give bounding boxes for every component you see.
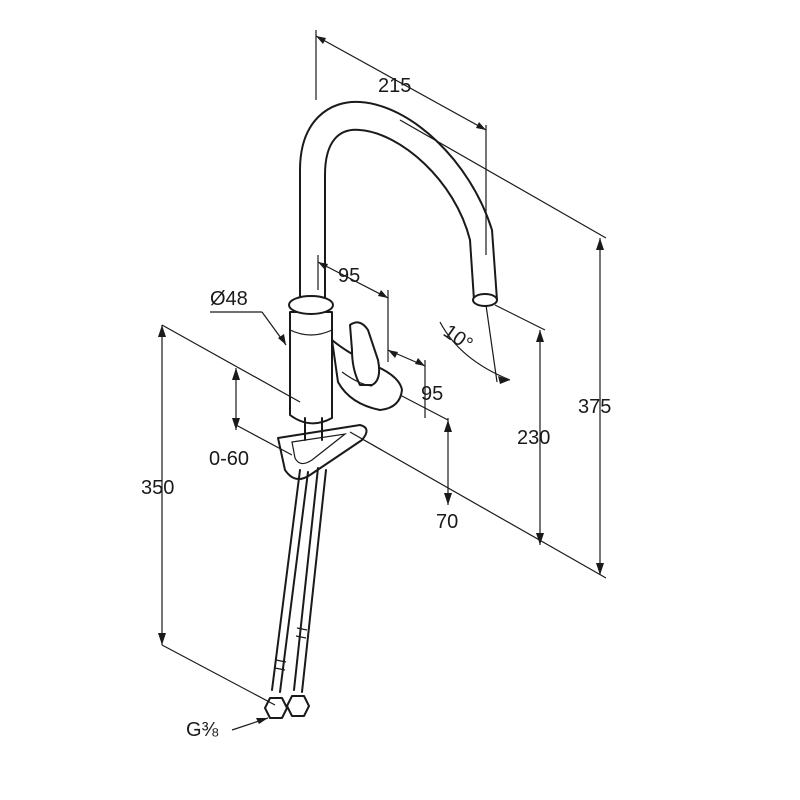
spout-inner-edge: [324, 128, 475, 301]
faucet: [264, 100, 498, 719]
label-0-60: 0-60: [209, 448, 249, 470]
dimension-lines: [161, 30, 607, 731]
label-70: 70: [436, 511, 458, 533]
label-95-depth: 95: [338, 265, 360, 287]
mounting-stud: [304, 417, 323, 441]
supply-hose-right: [293, 467, 327, 693]
label-215: 215: [378, 75, 411, 97]
label-350: 350: [141, 477, 174, 499]
label-angle-10: 10°: [439, 320, 476, 355]
handle-grip: [349, 321, 381, 386]
spout-outlet: [472, 293, 498, 307]
hose-nut-right: [286, 695, 310, 717]
dimension-labels: 215 95 Ø48 10° 95 375 230 0-60 350 70 G⅜: [141, 75, 611, 741]
mounting-bracket-inner: [291, 433, 348, 465]
body-top-ring: [288, 295, 334, 315]
supply-hose-left: [271, 469, 309, 693]
body-cylinder: [289, 311, 333, 425]
label-375: 375: [578, 396, 611, 418]
body-collar: [289, 329, 333, 336]
label-95-width: 95: [421, 383, 443, 405]
label-230: 230: [517, 427, 550, 449]
arrowheads: [158, 36, 604, 724]
hose-ferrule-left: [274, 659, 287, 671]
hose-ferrule-right: [295, 627, 308, 639]
label-diameter-48: Ø48: [210, 288, 248, 310]
label-g3-8: G⅜: [186, 719, 219, 741]
handle-detail: [341, 371, 373, 387]
